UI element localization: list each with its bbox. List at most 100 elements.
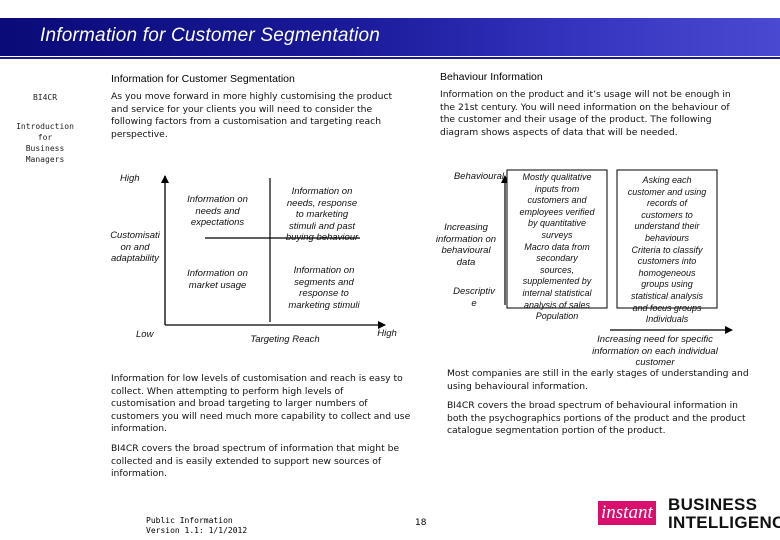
left-intro-line: perspective. (111, 128, 168, 140)
right-paragraph-2: BI4CR covers the broad spectrum of behav… (447, 400, 777, 438)
behaviour-label-line: e (471, 297, 477, 309)
left-paragraph-2-line: information. (111, 468, 167, 480)
left-paragraph-2-line: BI4CR covers the broad spectrum of infor… (111, 443, 400, 454)
behaviour-box-line: analysis of sales (523, 299, 591, 310)
behaviour-box-line: groups using (641, 279, 693, 290)
right-intro-line: diagram shows aspects of data that will … (440, 126, 678, 138)
right-heading: Behaviour Information (440, 71, 543, 83)
behaviour-label-line: Descriptiv (453, 286, 495, 297)
behaviour-box-line: Population (535, 311, 579, 322)
right-intro: Information on the product and it’s usag… (440, 89, 770, 139)
behaviour-label-line: Increasing (444, 222, 488, 233)
footer-version: Version 1.1: 1/1/2012 (146, 526, 248, 535)
logo-intelligence-text: INTELLIGENCE (668, 513, 780, 532)
left-paragraph-2-line: collected and is easily extended to supp… (111, 455, 382, 467)
matrix-cell-line: Information on (187, 194, 248, 205)
behaviour-box-line: customers into (637, 256, 697, 267)
right-paragraph-1-line: using behavioural information. (447, 380, 588, 392)
behaviour-label-behavioural: Behavioural (453, 171, 504, 182)
behaviour-box-line: behaviours (644, 232, 690, 243)
behaviour-box-line: by quantitative (527, 218, 587, 229)
behaviour-bottom-label-line: information on each individual (592, 345, 718, 357)
left-paragraph-1-line: information. (111, 423, 167, 435)
behaviour-box-line: supplemented by (522, 276, 592, 287)
sidebar-subtitle-line: Business (25, 144, 65, 153)
matrix-y-axis-label-line: Customisati (110, 230, 160, 241)
page-title: Information for Customer Segmentation (40, 25, 381, 46)
matrix-cell-line: response to (299, 288, 349, 299)
sidebar-subtitle-line: Introduction (16, 122, 74, 131)
page-number: 18 (415, 518, 427, 528)
right-paragraph-1: Most companies are still in the early st… (447, 368, 777, 393)
behaviour-box-line: customer and using (627, 186, 707, 197)
matrix-cell-bottom-right: Information on segments and response to … (274, 265, 374, 311)
behaviour-label-descriptive: Descriptiv e (446, 286, 502, 309)
matrix-cell-line: market usage (188, 279, 247, 291)
left-intro: As you move forward in more highly custo… (111, 91, 431, 141)
title-underline (0, 57, 780, 59)
left-intro-line: As you move forward in more highly custo… (111, 91, 393, 102)
behaviour-box-line: statistical analysis (630, 290, 704, 301)
matrix-cell-line: buying behaviour (285, 232, 359, 243)
behaviour-box-line: secondary (536, 253, 578, 264)
matrix-cell-line: to marketing (295, 209, 349, 220)
behaviour-label-line: information on (435, 233, 497, 245)
sidebar-subtitle-line: Managers (25, 155, 65, 164)
behaviour-label-increasing: Increasing information on behavioural da… (430, 222, 502, 268)
left-paragraph-1-line: customers you will need much more capabi… (111, 410, 411, 422)
title-bar: Information for Customer Segmentation (0, 18, 780, 56)
matrix-cell-line: Information on (293, 265, 355, 276)
left-paragraph-2: BI4CR covers the broad spectrum of infor… (111, 443, 443, 481)
matrix-cell-line: Information on (291, 186, 353, 197)
behaviour-box-line: Individuals (645, 314, 689, 325)
right-intro-line: the customer and their usage of the prod… (440, 114, 712, 126)
left-paragraph-1-line: collect. When attempting to perform high… (111, 385, 344, 397)
sidebar-subtitle: Introduction for Business Managers (14, 121, 76, 165)
behaviour-box-line: inputs from (534, 183, 580, 194)
behaviour-box-line: surveys (541, 229, 573, 240)
behaviour-box-line: Criteria to classify (631, 244, 703, 255)
matrix-cell-line: stimuli and past (288, 220, 355, 232)
behaviour-box-line: understand their (634, 221, 700, 232)
matrix-cell-line: marketing stimuli (288, 299, 360, 311)
left-paragraph-1: Information for low levels of customisat… (111, 373, 443, 436)
behaviour-box-line: and focus groups (632, 302, 702, 313)
behaviour-box-line: sources, (539, 264, 574, 275)
behaviour-box-line: records of (646, 198, 688, 209)
behaviour-box-line: homogeneous (638, 267, 696, 278)
matrix-cell-bottom-left: Information on market usage (175, 268, 260, 291)
behaviour-box-right-frame (616, 169, 718, 309)
matrix-cell-line: expectations (190, 217, 245, 228)
right-intro-line: the 21st century. You will need informat… (440, 101, 730, 113)
behaviour-box-middle: Mostly qualitative inputs from customers… (507, 172, 607, 323)
matrix-x-high: High (377, 328, 397, 339)
right-intro-line: Information on the product and it’s usag… (440, 89, 731, 100)
right-paragraph-2-line: catalogue segmentation portion of the pr… (447, 425, 666, 437)
right-paragraph-1-line: Most companies are still in the early st… (447, 368, 749, 379)
sidebar-subtitle-line: for (37, 133, 53, 142)
behaviour-label-line: behavioural (441, 245, 491, 256)
matrix-cell-line: needs and (195, 205, 240, 217)
matrix-cell-line: needs, response (286, 197, 358, 209)
behaviour-box-line: customers and (527, 195, 587, 206)
behaviour-label-line: data (456, 256, 476, 268)
matrix-y-low: Low (136, 329, 154, 340)
matrix-cell-line: segments and (294, 276, 354, 288)
behaviour-box-right: Asking each customer and using records o… (617, 175, 717, 326)
behaviour-bottom-label: Increasing need for specific information… (560, 334, 750, 369)
footer-classification: Public Information (146, 516, 233, 525)
matrix-x-axis-label: Targeting Reach (250, 334, 320, 345)
behaviour-box-line: employees verified (519, 206, 595, 217)
logo-instant-badge: instant (598, 501, 656, 525)
right-paragraph-2-line: both the psychographics portions of the … (447, 412, 746, 424)
left-paragraph-1-line: Information for low levels of customisat… (111, 373, 403, 384)
left-intro-line: following factors from a customisation a… (111, 116, 382, 128)
right-paragraph-2-line: BI4CR covers the broad spectrum of behav… (447, 400, 738, 411)
left-heading: Information for Customer Segmentation (111, 73, 295, 85)
matrix-cell-line: Information on (187, 268, 248, 279)
sidebar-code: BI4CR (32, 93, 58, 102)
matrix-cell-top-right: Information on needs, response to market… (272, 186, 372, 244)
left-intro-line: and service for your clients you will ne… (111, 103, 373, 115)
left-paragraph-1-line: customisation and broad targeting to lar… (111, 398, 368, 410)
